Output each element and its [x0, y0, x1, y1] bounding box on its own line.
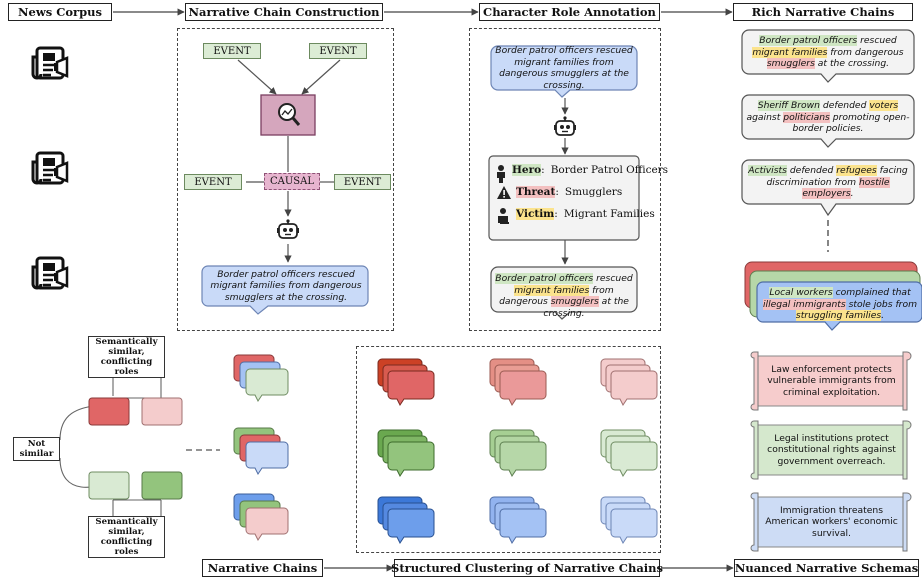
mixed-chain-stack — [233, 493, 289, 541]
schema-scroll-red — [750, 351, 912, 411]
header-news-corpus: News Corpus — [8, 3, 112, 21]
header-role-annotation: Character Role Annotation — [479, 3, 660, 21]
role-hero-value: Border Patrol Officers — [550, 164, 669, 176]
magnifier-icon — [278, 103, 301, 126]
cluster-red-light — [600, 358, 658, 406]
event-node: EVENT — [334, 174, 391, 190]
causal-node: CAUSAL — [264, 173, 320, 190]
schema-3-text: Immigration threatens American workers' … — [765, 504, 898, 539]
cluster-red-mid — [489, 358, 547, 406]
newspaper-icon — [31, 46, 69, 80]
cluster-blue-mid — [489, 496, 547, 544]
rich-chain-stacked: Local workers complained that illegal im… — [762, 287, 918, 321]
role-hero-label: Hero — [512, 164, 542, 176]
header-structured-clustering: Structured Clustering of Narrative Chain… — [391, 559, 663, 577]
cluster-red-dark — [377, 358, 435, 406]
annotation-output-text: Border patrol officers rescued migrant f… — [495, 273, 633, 319]
cluster-blue-light — [600, 496, 658, 544]
mixed-chain-stack — [233, 427, 289, 475]
event-node: EVENT — [309, 43, 367, 59]
cluster-green-dark — [377, 429, 435, 477]
cluster-green-light — [600, 429, 658, 477]
chain-construction-panel — [177, 28, 394, 331]
role-threat: Threat: Smugglers — [516, 186, 623, 198]
cluster-blue-dark — [377, 496, 435, 544]
tree-label-bottom: Semantically similar, conflicting roles — [88, 516, 165, 558]
warning-icon — [497, 186, 511, 199]
schema-scroll-green — [750, 420, 912, 480]
cluster-green-mid — [489, 429, 547, 477]
schema-scroll-blue — [750, 492, 912, 552]
rich-chain-3: Activists defended refugees facing discr… — [748, 165, 908, 199]
schema-1-text: Law enforcement protects vulnerable immi… — [767, 363, 896, 398]
chain-output-text: Border patrol officers rescued migrant f… — [210, 268, 362, 303]
role-threat-value: Smugglers — [564, 186, 623, 198]
role-victim-label: Victim — [516, 208, 555, 220]
schema-2-text: Legal institutions protect constitutiona… — [767, 432, 896, 467]
rich-chain-1: Border patrol officers rescued migrant f… — [752, 35, 904, 69]
event-node: EVENT — [203, 43, 261, 59]
mixed-chain-stack — [233, 354, 289, 402]
header-narrative-chains: Narrative Chains — [202, 559, 323, 577]
newspaper-icon — [31, 151, 69, 185]
role-annotation-panel — [469, 28, 661, 331]
header-rich-chains: Rich Narrative Chains — [733, 3, 913, 21]
header-chain-construction: Narrative Chain Construction — [185, 3, 383, 21]
rich-chain-2: Sheriff Brown defended voters against po… — [746, 100, 910, 134]
hero-icon — [497, 165, 505, 183]
role-threat-label: Threat — [516, 186, 556, 198]
role-victim-value: Migrant Families — [563, 208, 655, 220]
victim-icon — [498, 208, 509, 224]
annotation-input-text: Border patrol officers rescued migrant f… — [495, 45, 633, 91]
newspaper-icon — [31, 256, 69, 290]
role-victim: Victim: Migrant Families — [516, 208, 655, 220]
role-hero: Hero: Border Patrol Officers — [512, 164, 669, 176]
clustering-panel — [356, 346, 661, 553]
header-nuanced-schemas: Nuanced Narrative Schemas — [734, 559, 919, 577]
event-node: EVENT — [184, 174, 242, 190]
tree-label-mid: Not similar — [13, 437, 60, 461]
tree-label-top: Semantically similar, conflicting roles — [88, 336, 165, 378]
